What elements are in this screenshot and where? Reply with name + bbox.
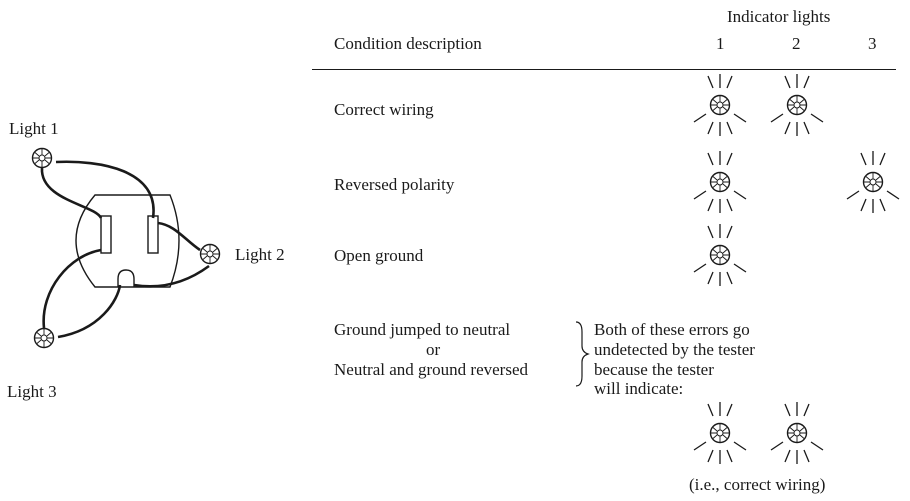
light1-bulb-icon	[31, 147, 53, 169]
light3-bulb-icon	[33, 327, 55, 349]
column-header-1: 1	[716, 34, 725, 53]
neutral-slot	[147, 215, 159, 254]
row-condition-open-ground: Open ground	[334, 246, 424, 265]
group-brace	[575, 321, 590, 387]
light2-label: Light 2	[235, 245, 285, 264]
row-condition-correct-wiring: Correct wiring	[334, 100, 434, 119]
wire-light2-neutral	[157, 221, 201, 252]
correct-wiring-footnote: (i.e., correct wiring)	[689, 475, 826, 494]
hot-slot	[100, 215, 112, 254]
header-rule	[312, 69, 896, 70]
wire-light1-hot	[40, 167, 103, 219]
row1-light2-lit-icon	[771, 74, 823, 136]
ground-jumped-to-neutral: Ground jumped to neutral	[334, 320, 511, 339]
note-line-3: because the tester	[594, 360, 714, 379]
note-line-2: undetected by the tester	[594, 340, 755, 359]
row2-light1-lit-icon	[694, 151, 746, 213]
light2-bulb-icon	[199, 243, 221, 265]
row-condition-reversed-polarity: Reversed polarity	[334, 175, 455, 194]
neutral-ground-reversed: Neutral and ground reversed	[334, 360, 529, 379]
row1-light1-lit-icon	[694, 74, 746, 136]
column-header-2: 2	[792, 34, 801, 53]
light1-label: Light 1	[9, 119, 59, 138]
row3-light1-lit-icon	[694, 224, 746, 286]
wire-light2-ground	[133, 264, 210, 288]
row2-light3-lit-icon	[847, 151, 899, 213]
wire-light3-hot	[42, 248, 102, 329]
note-line-4: will indicate:	[594, 379, 684, 398]
column-header-3: 3	[868, 34, 877, 53]
ground-slot	[117, 269, 135, 287]
indicated-light2-lit-icon	[771, 402, 823, 464]
wire-light1-neutral	[55, 160, 155, 219]
outlet-body	[75, 194, 180, 288]
note-line-1: Both of these errors go	[594, 320, 750, 339]
indicator-lights-header: Indicator lights	[727, 7, 831, 26]
or-label: or	[426, 340, 441, 359]
wire-light3-ground	[57, 284, 122, 339]
light3-label: Light 3	[7, 382, 57, 401]
condition-description-header: Condition description	[334, 34, 482, 53]
indicated-light1-lit-icon	[694, 402, 746, 464]
